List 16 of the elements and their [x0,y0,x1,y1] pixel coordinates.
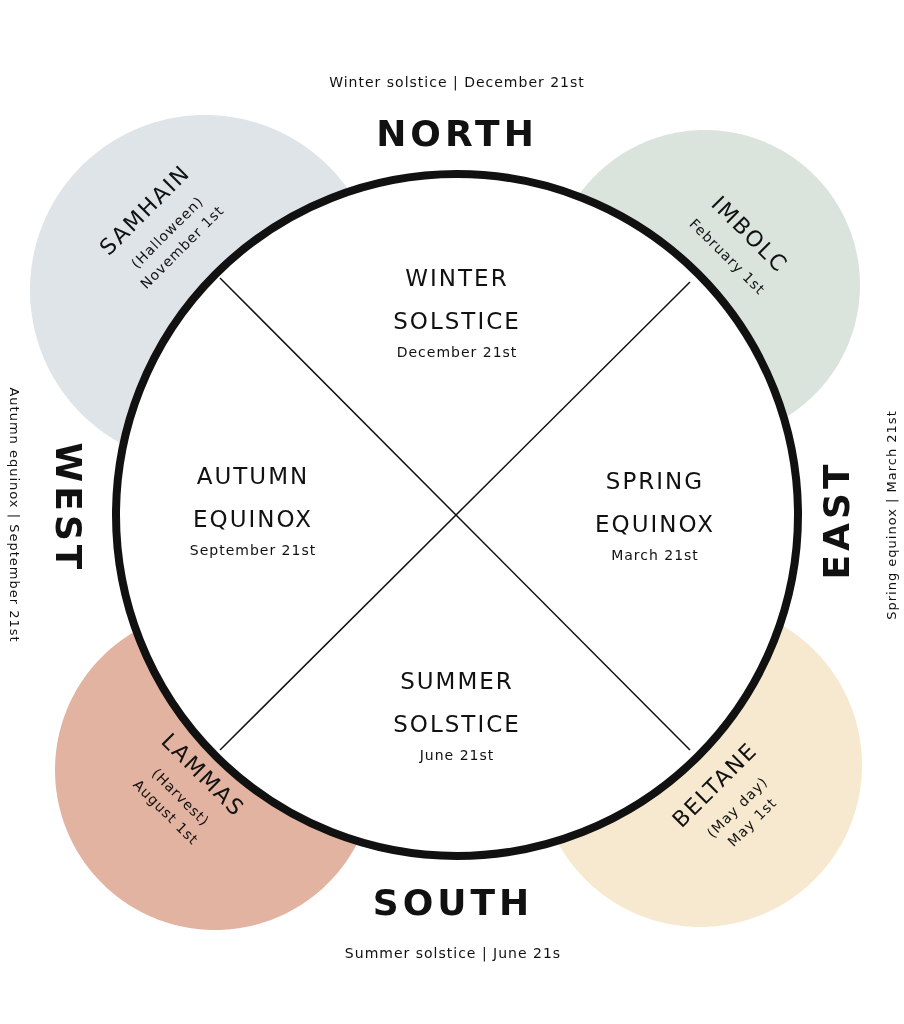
direction-label: EAST [815,460,857,580]
date-text: September 21st [189,541,317,561]
note-text: Summer solstice | June 21s [344,945,562,961]
direction-label: SOUTH [372,881,534,923]
direction-label: NORTH [376,112,538,154]
note-text: Winter solstice | December 21st [329,74,585,90]
note-text: Autumn equinox | September 21st [6,387,22,643]
date-text: March 21st [611,546,699,566]
season-name: WINTER SOLSTICE [392,263,522,336]
date-text: June 21st [419,746,495,766]
season-name: SUMMER SOLSTICE [392,666,522,739]
date-text: December 21st [396,343,518,363]
season-name: AUTUMN EQUINOX [192,461,314,534]
note-text: Spring equinox | March 21st [883,410,899,620]
season-name: SPRING EQUINOX [594,466,716,539]
direction-label: WEST [47,442,89,574]
